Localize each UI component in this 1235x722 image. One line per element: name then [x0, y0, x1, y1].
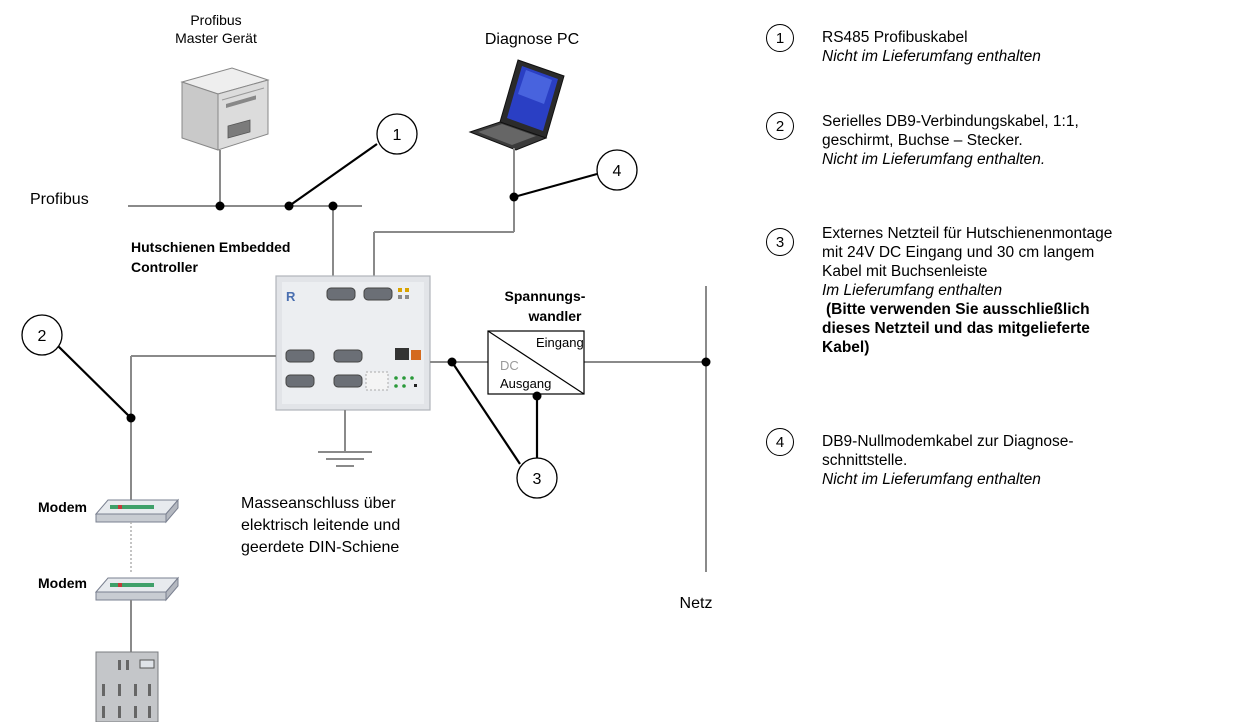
callout-3-circle	[516, 457, 558, 499]
legend-bold-line: dieses Netzteil und das mitgelieferte	[822, 320, 1090, 337]
controller-label-line2: Controller	[131, 259, 198, 275]
svg-text:R: R	[286, 289, 296, 304]
controller-label-line1: Hutschienen Embedded	[131, 239, 290, 255]
callout-2-number: 2	[38, 328, 47, 345]
legend-line: geschirmt, Buchse – Stecker.	[822, 132, 1023, 149]
callout-2-leader	[56, 344, 132, 419]
callout-4-circle	[596, 149, 638, 191]
junction-dot	[328, 201, 338, 211]
legend-line: RS485 Profibuskabel	[822, 29, 968, 46]
converter-input-label: Eingang	[536, 335, 584, 350]
legend-note: Im Lieferumfang enthalten	[822, 282, 1003, 299]
junction-dot	[215, 201, 225, 211]
converter-label-line1: Spannungs-	[505, 288, 586, 304]
ground-label-line3: geerdete DIN-Schiene	[241, 539, 399, 556]
diagnose-pc-laptop	[468, 59, 565, 151]
legend-number: 4	[766, 428, 794, 456]
ground-label-line1: Masseanschluss über	[241, 495, 396, 512]
junction-dot	[701, 357, 711, 367]
callout-2-circle	[21, 314, 63, 356]
master-label-line2: Master Gerät	[175, 30, 257, 46]
legend-bold-line: Kabel)	[822, 339, 870, 356]
legend: 1 RS485 Profibuskabel Nicht im Lieferumf…	[760, 0, 1230, 600]
legend-note: Nicht im Lieferumfang enthalten	[822, 48, 1041, 65]
legend-number: 2	[766, 112, 794, 140]
callout-1-circle	[376, 113, 418, 155]
callout-4-leader	[513, 172, 598, 199]
callout-3-leader	[451, 361, 521, 465]
callout-4-number: 4	[613, 163, 622, 180]
converter-output-label: Ausgang	[500, 376, 551, 391]
legend-line: DB9-Nullmodemkabel zur Diagnose-	[822, 433, 1074, 450]
legend-number: 1	[766, 24, 794, 52]
modem-label-1: Modem	[38, 499, 87, 515]
profibus-master-device	[180, 67, 270, 151]
voltage-converter	[487, 330, 585, 395]
master-label-line1: Profibus	[190, 12, 241, 28]
pc-label: Diagnose PC	[485, 31, 579, 48]
profibus-bus-label: Profibus	[30, 191, 89, 208]
legend-number: 3	[766, 228, 794, 256]
modem-device	[94, 498, 180, 524]
converter-dc-label: DC	[500, 358, 519, 373]
converter-label-line2: wandler	[528, 308, 582, 324]
legend-note: Nicht im Lieferumfang enthalten.	[822, 151, 1046, 168]
legend-bold-line: (Bitte verwenden Sie ausschließlich	[826, 301, 1090, 318]
legend-line: Serielles DB9-Verbindungskabel, 1:1,	[822, 113, 1079, 130]
legend-line: Externes Netzteil für Hutschienenmontage	[822, 225, 1113, 242]
embedded-controller: R	[275, 275, 431, 411]
ground-label-line2: elektrisch leitende und	[241, 517, 400, 534]
modem-label-2: Modem	[38, 575, 87, 591]
legend-line: mit 24V DC Eingang und 30 cm langem	[822, 244, 1095, 261]
callout-3-number: 3	[533, 471, 542, 488]
callout-1-leader	[288, 143, 378, 207]
callout-1-number: 1	[393, 127, 402, 144]
legend-line: schnittstelle.	[822, 452, 908, 469]
remote-device	[95, 651, 159, 722]
modem-device	[94, 576, 180, 602]
legend-line: Kabel mit Buchsenleiste	[822, 263, 988, 280]
grid-label: Netz	[680, 595, 713, 612]
legend-note: Nicht im Lieferumfang enthalten	[822, 471, 1041, 488]
